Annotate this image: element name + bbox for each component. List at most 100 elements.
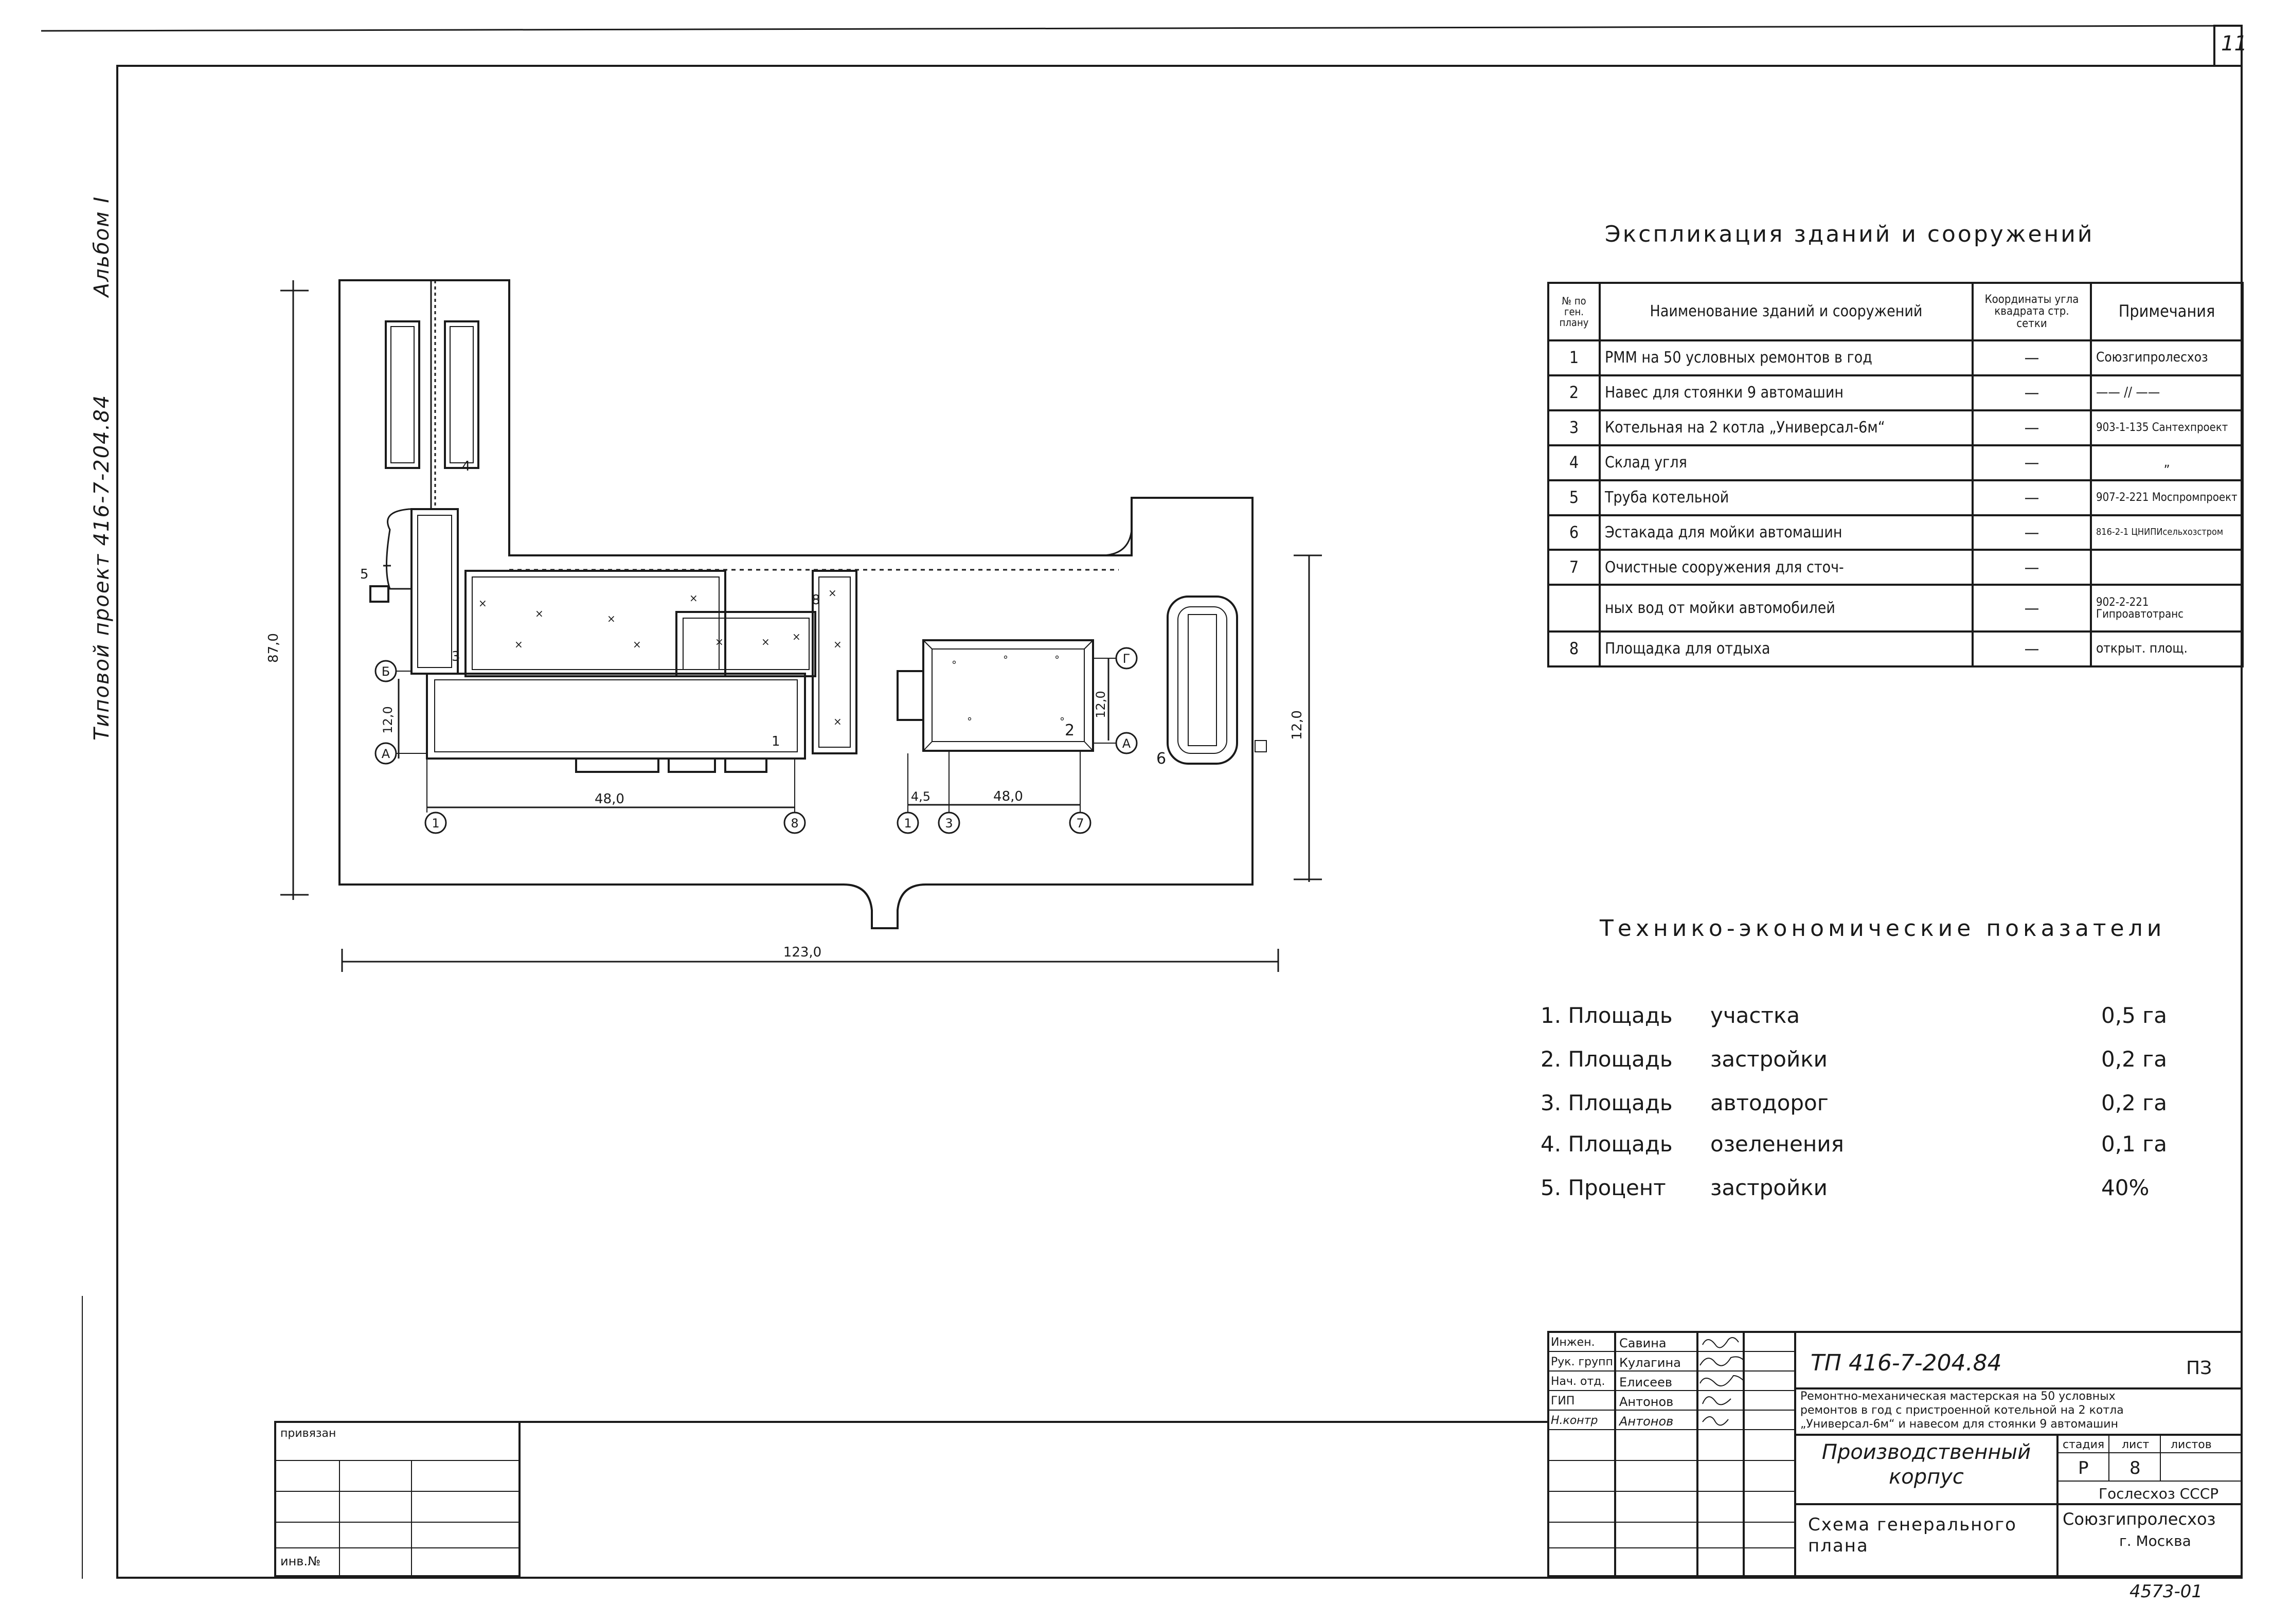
indicator-label: 1. Площадь <box>1541 1003 1673 1028</box>
row-note: —— // —— <box>2090 374 2244 411</box>
dim-building2-width: 48,0 <box>993 789 1023 804</box>
bottom-code: 4573-01 <box>2129 1581 2203 1602</box>
dim-total-width: 123,0 <box>783 945 821 960</box>
stamp-description-2: ремонтов в год с пристроенной котельной … <box>1800 1404 2124 1417</box>
stamp-name: Кулагина <box>1619 1356 1681 1370</box>
row-num: 1 <box>1547 339 1601 376</box>
table-row: 3 Котельная на 2 котла „Универсал-6м“ — … <box>1547 409 2244 446</box>
header-coords: Координаты угла квадрата стр. сетки <box>1972 282 2092 341</box>
row-name: Очистные сооружения для сточ- <box>1599 549 1974 586</box>
row-name: Склад угля <box>1599 444 1974 481</box>
plan-label-4: 4 <box>462 459 471 474</box>
stamp-doc-code: ТП 416-7-204.84 <box>1811 1350 2002 1376</box>
indicator-value: 40% <box>2101 1175 2150 1200</box>
svg-text:°: ° <box>967 715 972 728</box>
table-row: 6 Эстакада для мойки автомашин — 816-2-1… <box>1547 514 2244 551</box>
table-row: ных вод от мойки автомобилей — 902-2-221… <box>1547 584 2244 633</box>
svg-text:×: × <box>715 636 724 648</box>
stamp-role: Н.контр <box>1551 1414 1598 1427</box>
row-name: Эстакада для мойки автомашин <box>1599 514 1974 551</box>
header-note: Примечания <box>2090 282 2244 341</box>
stamp-section: ПЗ <box>2186 1358 2212 1379</box>
row-name: Труба котельной <box>1599 479 1974 516</box>
row-num: 8 <box>1547 630 1601 667</box>
indicator-value: 0,5 га <box>2101 1003 2167 1028</box>
row-note: 902-2-221 Гипроавтотранс <box>2090 584 2244 633</box>
row-num: 3 <box>1547 409 1601 446</box>
indicator-row: 1. Площадь участка 0,5 га <box>1541 1003 2167 1034</box>
indicator-value: 0,1 га <box>2101 1131 2167 1157</box>
svg-text:×: × <box>478 597 487 609</box>
indicator-label: 5. Процент <box>1541 1175 1666 1200</box>
stamp-sheet-value: 8 <box>2129 1458 2141 1478</box>
dim-right-height: 12,0 <box>1290 710 1305 740</box>
dim-building2-height: 12,0 <box>1094 691 1108 718</box>
explication-table: № по ген. плану Наименование зданий и со… <box>1547 282 2244 667</box>
row-note: Союзгипролесхоз <box>2090 339 2244 376</box>
row-name: Навес для стоянки 9 автомашин <box>1599 374 1974 411</box>
indicator-item: застройки <box>1710 1046 1828 1072</box>
row-coord: — <box>1972 584 2092 633</box>
dim-building1-width: 48,0 <box>595 791 624 807</box>
stamp-org-2: Союзгипролесхоз <box>2063 1509 2216 1529</box>
plan-label-2: 2 <box>1065 721 1075 739</box>
privyazan-label: привязан <box>280 1427 336 1440</box>
row-name: ных вод от мойки автомобилей <box>1599 584 1974 633</box>
plan-label-1: 1 <box>772 734 780 749</box>
indicator-label: 2. Площадь <box>1541 1046 1673 1072</box>
axis-label-1: 1 <box>432 816 439 831</box>
row-coord: — <box>1972 630 2092 667</box>
stamp-object-title: Производственный корпус <box>1821 1440 2031 1489</box>
table-row: 5 Труба котельной — 907-2-221 Моспромпро… <box>1547 479 2244 516</box>
row-num: 4 <box>1547 444 1601 481</box>
svg-text:°: ° <box>1060 715 1065 728</box>
dim-building2-offset: 4,5 <box>911 789 930 804</box>
row-num: 5 <box>1547 479 1601 516</box>
indicator-label: 4. Площадь <box>1541 1131 1673 1157</box>
indicator-item: участка <box>1710 1003 1800 1028</box>
axis-label-A: А <box>382 747 390 761</box>
plan-label-5: 5 <box>360 567 369 582</box>
inventory-label: инв.№ <box>280 1554 321 1568</box>
axis-label-7: 7 <box>1076 816 1084 831</box>
dim-building1-height: 12,0 <box>381 706 395 733</box>
svg-text:°: ° <box>1054 654 1060 666</box>
plan-label-3: 3 <box>452 649 460 664</box>
row-note <box>2090 549 2244 586</box>
row-note: 903-1-135 Сантехпроект <box>2090 409 2244 446</box>
row-num: 2 <box>1547 374 1601 411</box>
row-note: открыт. площ. <box>2090 630 2244 667</box>
row-coord: — <box>1972 479 2092 516</box>
svg-text:°: ° <box>952 659 957 671</box>
indicator-row: 5. Процент застройки 40% <box>1541 1175 2158 1206</box>
row-num: 7 <box>1547 549 1601 586</box>
row-name: Котельная на 2 котла „Универсал-6м“ <box>1599 409 1974 446</box>
svg-text:×: × <box>633 638 641 651</box>
stamp-stage-value: Р <box>2078 1458 2089 1478</box>
stamp-name: Савина <box>1619 1336 1667 1350</box>
indicator-row: 3. Площадь автодорог 0,2 га <box>1541 1090 2167 1121</box>
stamp-org-1: Гослесхоз СССР <box>2099 1485 2219 1502</box>
svg-text:×: × <box>535 607 544 620</box>
svg-text:×: × <box>792 630 801 643</box>
axis-label-8: 8 <box>791 816 798 831</box>
plan-label-6: 6 <box>1156 750 1166 768</box>
row-num: 6 <box>1547 514 1601 551</box>
stamp-description-1: Ремонтно-механическая мастерская на 50 у… <box>1800 1390 2116 1403</box>
stamp-name: Елисеев <box>1619 1375 1672 1390</box>
axis-label-A2: А <box>1122 736 1131 751</box>
stamp-description-3: „Универсал-6м“ и навесом для стоянки 9 а… <box>1800 1418 2118 1431</box>
svg-text:×: × <box>828 587 837 599</box>
svg-text:×: × <box>689 592 698 604</box>
stamp-role: ГИП <box>1551 1395 1575 1408</box>
svg-text:×: × <box>833 715 842 728</box>
row-name: Площадка для отдыха <box>1599 630 1974 667</box>
row-coord: — <box>1972 409 2092 446</box>
table-row: 2 Навес для стоянки 9 автомашин — —— // … <box>1547 374 2244 411</box>
dim-total-height: 87,0 <box>266 633 281 663</box>
stamp-name: Антонов <box>1619 1414 1674 1429</box>
stamp-role: Инжен. <box>1551 1336 1595 1349</box>
stamp-name: Антонов <box>1619 1395 1674 1409</box>
